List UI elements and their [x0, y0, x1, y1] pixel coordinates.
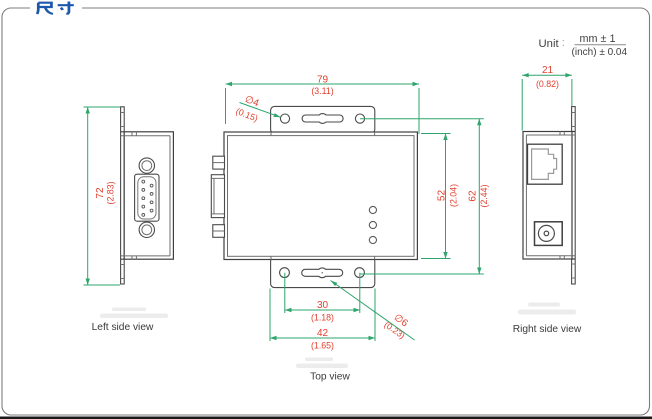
svg-text:∅4: ∅4 — [243, 94, 261, 110]
svg-text:(2.44): (2.44) — [479, 184, 489, 207]
svg-text:42: 42 — [317, 328, 329, 339]
svg-text:(1.65): (1.65) — [311, 340, 334, 350]
svg-text:(0.82): (0.82) — [536, 79, 559, 89]
svg-text:30: 30 — [317, 300, 329, 311]
svg-text:79: 79 — [317, 74, 329, 85]
svg-text:(2.04): (2.04) — [448, 184, 458, 207]
svg-text:mm ± 1: mm ± 1 — [580, 33, 616, 45]
svg-text:72: 72 — [95, 187, 106, 199]
svg-text:21: 21 — [542, 65, 554, 76]
svg-text:Left side view: Left side view — [92, 322, 154, 333]
svg-text:Top view: Top view — [310, 372, 350, 383]
svg-text:(1.18): (1.18) — [311, 312, 334, 322]
svg-text:Right side view: Right side view — [513, 324, 582, 335]
svg-text:(3.11): (3.11) — [311, 86, 333, 96]
svg-text:(inch) ± 0.04: (inch) ± 0.04 — [572, 47, 628, 58]
svg-text:62: 62 — [468, 190, 479, 202]
svg-text:52: 52 — [437, 190, 448, 202]
svg-text:Unit: Unit — [539, 38, 560, 50]
svg-text:(2.83): (2.83) — [106, 181, 116, 204]
svg-text::: : — [562, 37, 565, 49]
